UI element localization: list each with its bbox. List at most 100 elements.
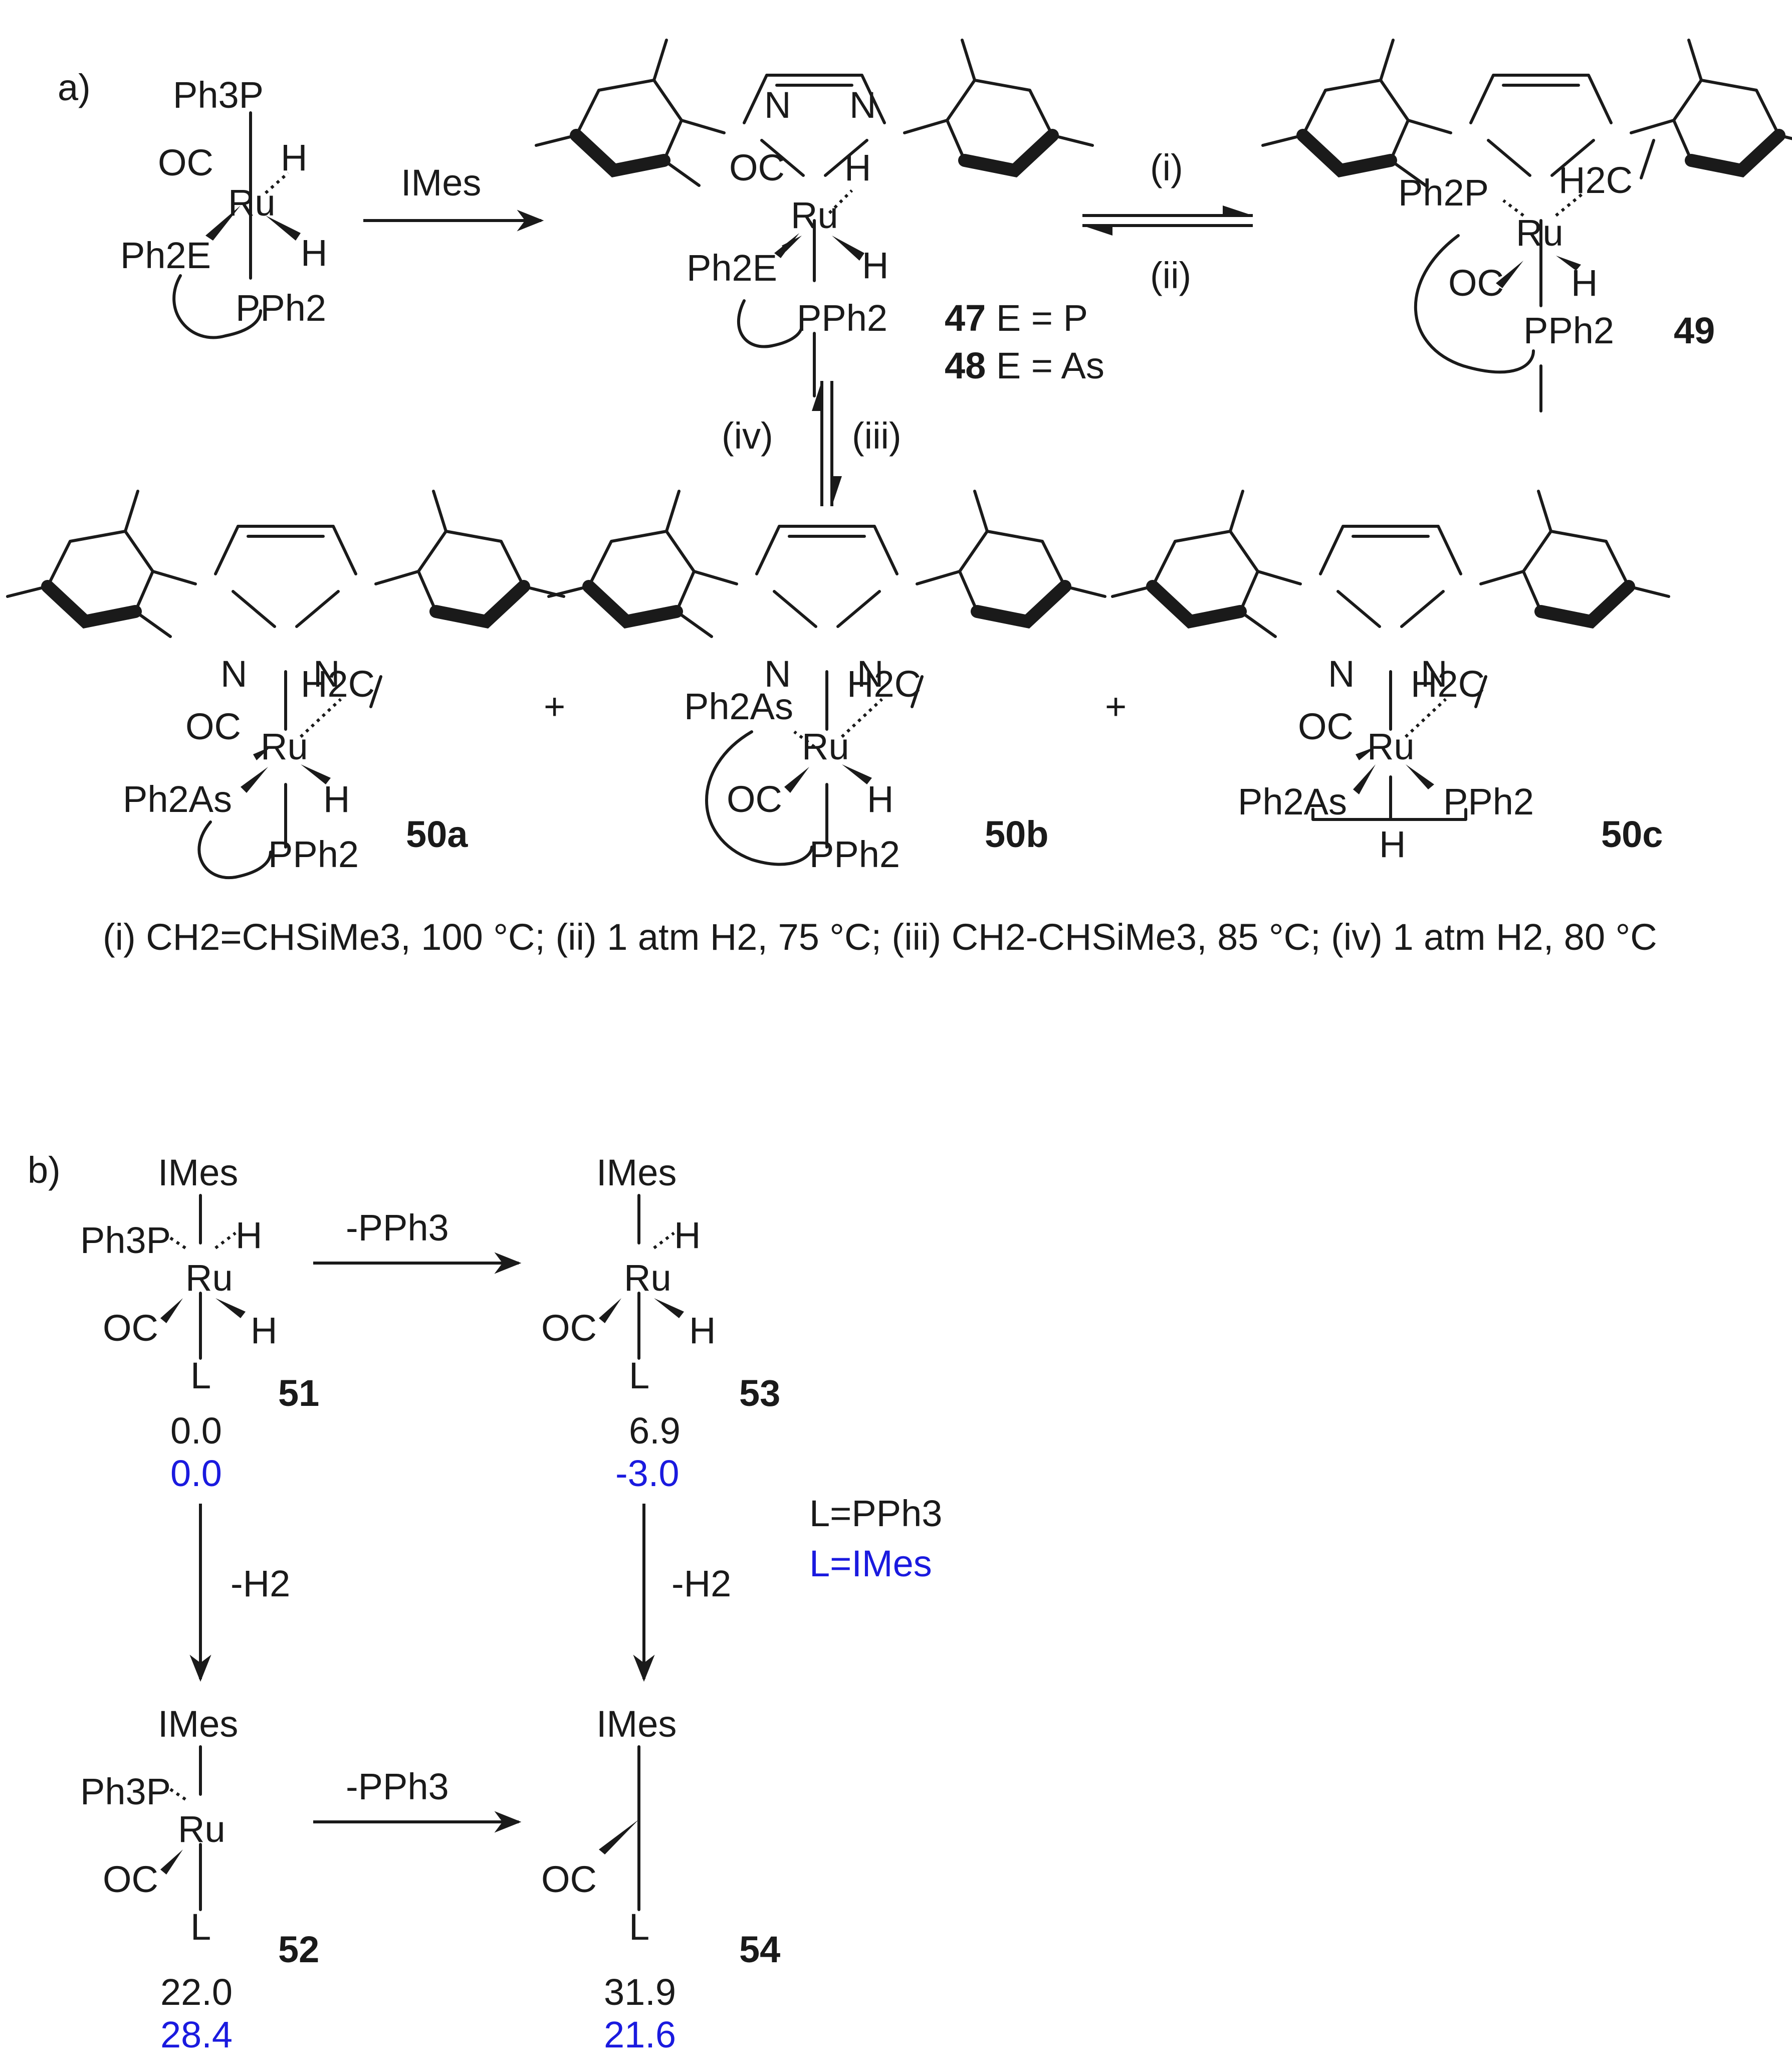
- c50a-ru: Ru: [261, 726, 308, 767]
- label-51: 51: [278, 1372, 319, 1414]
- complex-47-48: N N OC H Ru H Ph2E PPh2: [536, 40, 1092, 397]
- c49-ru: Ru: [1516, 212, 1563, 254]
- c50a-oc: OC: [185, 706, 241, 747]
- c51-ru: Ru: [185, 1257, 233, 1299]
- c51-energy-imes: 0.0: [170, 1453, 222, 1494]
- label-52: 52: [278, 1929, 319, 1970]
- c52-l: L: [190, 1906, 211, 1948]
- complex-50c: N N H2C OC Ru Ph2As PPh2 H 50c: [1112, 491, 1669, 865]
- complex-52: IMes Ph3P Ru OC L 52 22.0 28.4: [80, 1703, 319, 2055]
- c50b-h2c: H2C: [847, 663, 921, 705]
- c51-oc: OC: [103, 1307, 158, 1349]
- equilibrium-arrows-iii-iv: [812, 381, 842, 506]
- start-h2: H: [301, 232, 327, 274]
- conditions-text: (i) CH2=CHSiMe3, 100 °C; (ii) 1 atm H2, …: [103, 916, 1657, 958]
- arrow-left-label: -H2: [231, 1563, 290, 1604]
- c50c-pph2: PPh2: [1443, 781, 1534, 822]
- c51-h2: H: [251, 1310, 277, 1351]
- c47-n-right: N: [849, 84, 876, 126]
- c50a-pph2: PPh2: [268, 834, 359, 875]
- c53-h2: H: [689, 1310, 716, 1351]
- arrow-top-label: -PPh3: [346, 1207, 449, 1249]
- eq-label-ii: (ii): [1150, 255, 1191, 296]
- c51-ph3p: Ph3P: [80, 1219, 171, 1261]
- complex-50b: N N H2C Ph2As Ru OC H PPh2 50b: [549, 491, 1105, 875]
- c54-oc: OC: [541, 1858, 597, 1900]
- c51-l: L: [190, 1355, 211, 1396]
- c47-pph2: PPh2: [797, 297, 887, 339]
- eq-label-i: (i): [1150, 147, 1183, 188]
- start-complex: Ph3P OC H Ru H Ph2E PPh2: [120, 74, 327, 339]
- c50c-ph2as: Ph2As: [1238, 781, 1347, 822]
- c49-h: H: [1571, 262, 1598, 304]
- label-47: 47 E = P: [945, 297, 1088, 339]
- complex-53: IMes H Ru OC H L 53 6.9 -3.0: [541, 1152, 780, 1494]
- equilibrium-arrows-i-ii: [1082, 205, 1253, 236]
- label-54: 54: [739, 1929, 780, 1970]
- c50b-n-left: N: [764, 653, 791, 695]
- start-h1: H: [281, 137, 307, 178]
- c50a-h: H: [323, 778, 350, 820]
- c50b-h: H: [867, 778, 893, 820]
- c50a-n-left: N: [220, 653, 247, 695]
- c53-energy-pph3: 6.9: [629, 1410, 681, 1452]
- c51-imes: IMes: [158, 1152, 238, 1193]
- start-pph2: PPh2: [236, 287, 326, 329]
- c47-oc: OC: [729, 147, 785, 188]
- plus-2: +: [1105, 686, 1127, 727]
- c53-l: L: [629, 1355, 649, 1396]
- complex-49: Ph2P H2C Ru OC H PPh2 49: [1263, 40, 1792, 412]
- c53-ru: Ru: [624, 1257, 671, 1299]
- c52-ph3p: Ph3P: [80, 1771, 171, 1812]
- c51-h1: H: [236, 1214, 262, 1256]
- c47-h2: H: [862, 245, 888, 286]
- c50c-h: H: [1379, 823, 1406, 865]
- c50a-ph2as: Ph2As: [123, 778, 232, 820]
- start-ru: Ru: [228, 182, 276, 224]
- panel-a-label: a): [58, 67, 91, 108]
- label-53: 53: [739, 1372, 780, 1414]
- c47-h1: H: [844, 147, 871, 188]
- complex-54: IMes OC L 54 31.9 21.6: [541, 1703, 780, 2055]
- label-49: 49: [1674, 310, 1715, 351]
- start-ph2e: Ph2E: [120, 235, 211, 276]
- c50b-ru: Ru: [802, 726, 849, 767]
- label-50b: 50b: [985, 813, 1049, 855]
- eq-label-iv: (iv): [722, 415, 773, 457]
- legend-imes: L=IMes: [809, 1543, 932, 1584]
- c54-energy-imes: 21.6: [604, 2014, 676, 2055]
- c47-ph2e: Ph2E: [687, 247, 777, 289]
- c51-energy-pph3: 0.0: [170, 1410, 222, 1452]
- label-50c: 50c: [1601, 813, 1663, 855]
- c47-ru: Ru: [791, 194, 838, 236]
- complex-50a: N N H2C OC Ru Ph2As H PPh2 50a: [8, 491, 564, 880]
- c52-imes: IMes: [158, 1703, 238, 1745]
- c50b-n-right: N: [857, 653, 883, 695]
- c50c-ru: Ru: [1367, 726, 1415, 767]
- c50b-pph2: PPh2: [809, 834, 900, 875]
- c52-ru: Ru: [178, 1808, 226, 1850]
- c50b-oc: OC: [727, 778, 782, 820]
- complex-51: IMes Ph3P H Ru OC H L 51 0.0 0.0: [80, 1152, 319, 1494]
- arrow-bottom-label: -PPh3: [346, 1766, 449, 1807]
- c50c-n-right: N: [1421, 653, 1447, 695]
- c53-h1: H: [674, 1214, 701, 1256]
- c54-imes: IMes: [596, 1703, 677, 1745]
- c49-h2c: H2C: [1558, 159, 1633, 201]
- c50c-h2c: H2C: [1411, 663, 1485, 705]
- c50c-oc: OC: [1298, 706, 1354, 747]
- plus-1: +: [544, 686, 565, 727]
- arrow-right-label: -H2: [671, 1563, 731, 1604]
- c50b-ph2as: Ph2As: [684, 686, 793, 727]
- c49-pph2: PPh2: [1523, 310, 1614, 351]
- c50c-n-left: N: [1328, 653, 1355, 695]
- label-48: 48 E = As: [945, 345, 1104, 386]
- c50a-h2c: H2C: [301, 663, 375, 705]
- start-ph3p: Ph3P: [173, 74, 264, 116]
- legend-pph3: L=PPh3: [809, 1493, 942, 1534]
- c53-energy-imes: -3.0: [615, 1453, 680, 1494]
- c53-imes: IMes: [596, 1152, 677, 1193]
- c54-energy-pph3: 31.9: [604, 1971, 676, 2013]
- eq-label-iii: (iii): [852, 415, 902, 457]
